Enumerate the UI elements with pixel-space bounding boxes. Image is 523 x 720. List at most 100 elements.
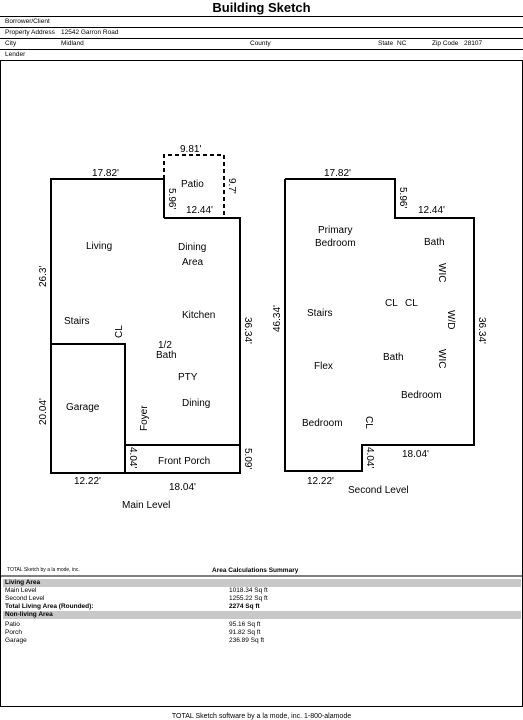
room-kitchen: Kitchen [182, 310, 215, 321]
row-label: Second Level [5, 595, 45, 602]
dim-patio-right: 9.7' [226, 178, 237, 194]
borrower-label: Borrower/Client [5, 18, 50, 25]
area-summary-title: Area Calculations Summary [212, 567, 299, 574]
row-value: 95.16 Sq ft [229, 621, 261, 628]
room-pty: PTY [178, 372, 198, 383]
room-front-porch: Front Porch [158, 456, 210, 467]
borrower-row: Borrower/Client [0, 16, 523, 27]
room-primary-bedroom: Bedroom [315, 238, 356, 249]
non-living-header-label: Non-living Area [5, 611, 53, 618]
total-value: 2274 Sq ft [229, 603, 260, 610]
dim-second-notch-bottom: 12.44' [418, 205, 445, 216]
row-label: Porch [5, 629, 22, 636]
page-title: Building Sketch [212, 0, 311, 15]
room-patio: Patio [181, 179, 204, 190]
living-area-header: Living Area [3, 579, 521, 587]
row-label: Garage [5, 637, 27, 644]
software-credit: TOTAL Sketch by a la mode, inc. [7, 567, 80, 573]
row-label: Patio [5, 621, 20, 628]
room-bedroom-right: Bedroom [401, 390, 442, 401]
room-cl: CL [114, 325, 125, 338]
table-row: Second Level 1255.22 Sq ft [3, 595, 521, 603]
table-row: Main Level 1018.34 Sq ft [3, 587, 521, 595]
room-flex: Flex [314, 361, 333, 372]
dim-patio-top: 9.81' [180, 144, 201, 155]
area-summary-title-row: TOTAL Sketch by a la mode, inc. Area Cal… [0, 566, 523, 577]
city-label: City [5, 40, 17, 47]
room-cl-2: CL [405, 298, 418, 309]
city-value: Midland [61, 40, 84, 47]
room-cl-3: CL [363, 416, 374, 429]
room-garage: Garage [66, 402, 100, 413]
room-half: 1/2 [158, 340, 172, 351]
address-row: Property Address 12542 Garron Road [0, 27, 523, 38]
dim-patio-left: 5.96' [166, 188, 177, 209]
state-value: NC [397, 40, 407, 47]
room-bath: Bath [156, 350, 177, 361]
living-area-header-label: Living Area [5, 579, 41, 586]
room-stairs-2: Stairs [307, 308, 333, 319]
dim-second-notch2-left: 4.04' [364, 447, 375, 468]
non-living-area-header: Non-living Area [3, 611, 521, 619]
room-primary: Primary [318, 225, 352, 236]
table-row: Garage 236.89 Sq ft [3, 637, 521, 645]
dim-porch-left: 4.04' [127, 447, 138, 468]
second-level-caption: Second Level [348, 485, 409, 496]
row-value: 91.82 Sq ft [229, 629, 261, 636]
dim-main-bottom-garage: 12.22' [74, 476, 101, 487]
room-living: Living [86, 241, 112, 252]
row-label: Main Level [5, 587, 37, 594]
room-dining-area: Area [182, 257, 204, 268]
total-row: Total Living Area (Rounded): 2274 Sq ft [3, 603, 521, 611]
patio-outline [163, 154, 225, 218]
row-value: 1018.34 Sq ft [229, 587, 268, 594]
room-wic-top: WIC [436, 263, 447, 282]
table-row: Patio 95.16 Sq ft [3, 621, 521, 629]
room-dining-2: Dining [182, 398, 210, 409]
property-address-label: Property Address [5, 29, 55, 36]
area-summary-table: Living Area Main Level 1018.34 Sq ft Sec… [3, 579, 521, 645]
room-bedroom-left: Bedroom [302, 418, 343, 429]
dim-porch-right: 5.09' [242, 448, 253, 469]
room-stairs: Stairs [64, 316, 90, 327]
dim-main-bottom: 18.04' [169, 482, 196, 493]
lender-label: Lender [5, 51, 26, 58]
room-dining: Dining [178, 242, 206, 253]
room-wd: W/D [445, 310, 456, 329]
garage-wall [51, 343, 126, 445]
dim-main-right: 36.34' [242, 317, 253, 344]
dim-main-top: 17.82' [92, 168, 119, 179]
property-address: 12542 Garron Road [61, 29, 119, 36]
dim-second-bottom-right: 18.04' [402, 449, 429, 460]
city-row: City Midland County State NC Zip Code 28… [0, 38, 523, 49]
room-cl-1: CL [385, 298, 398, 309]
second-outer-wall [284, 178, 475, 472]
dim-main-left-upper: 26.3' [38, 266, 49, 287]
row-value: 236.89 Sq ft [229, 637, 265, 644]
dim-second-bottom-left: 12.22' [307, 476, 334, 487]
dim-main-left-lower: 20.04' [38, 398, 49, 425]
dim-second-right: 36.34' [476, 317, 487, 344]
room-bath-mid: Bath [383, 352, 404, 363]
second-level-plan [284, 178, 475, 472]
dim-second-left: 46.34' [272, 305, 283, 332]
main-level-plan [50, 154, 241, 474]
room-bath-top: Bath [424, 237, 445, 248]
main-level-caption: Main Level [122, 500, 170, 511]
county-label: County [250, 40, 271, 47]
dim-patio-bottom: 12.44' [186, 205, 213, 216]
lender-row: Lender [0, 49, 523, 61]
table-row: Porch 91.82 Sq ft [3, 629, 521, 637]
footer-text: TOTAL Sketch software by a la mode, inc.… [171, 713, 352, 720]
row-value: 1255.22 Sq ft [229, 595, 268, 602]
room-foyer: Foyer [139, 405, 150, 431]
room-wic-bottom: WIC [436, 349, 447, 368]
zip-label: Zip Code [432, 40, 459, 47]
total-label: Total Living Area (Rounded): [5, 603, 94, 610]
zip-value: 28107 [464, 40, 483, 47]
front-porch-outline [125, 445, 241, 474]
state-label: State [378, 40, 394, 47]
dim-second-top: 17.82' [324, 168, 351, 179]
dim-second-notch-left: 5.96' [397, 187, 408, 208]
